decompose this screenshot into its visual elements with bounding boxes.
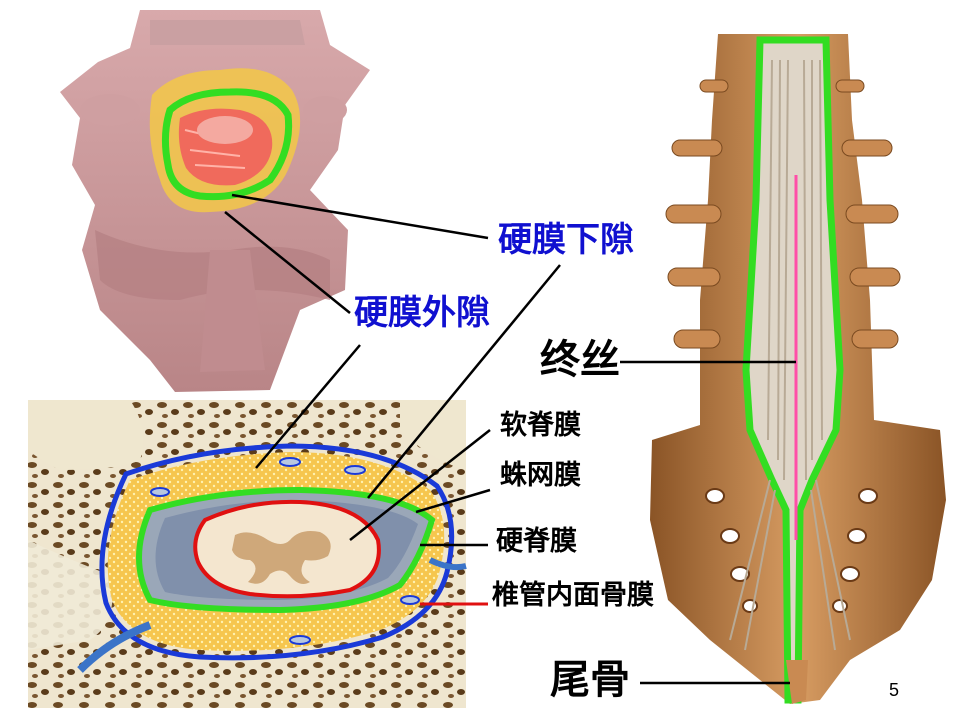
spinal-cross-section (28, 400, 488, 708)
label-pia-mater: 软脊膜 (500, 410, 581, 441)
label-epidural-space: 硬膜外隙 (354, 293, 490, 333)
label-subdural-space: 硬膜下隙 (498, 220, 634, 260)
label-dura-mater: 硬脊膜 (496, 526, 577, 557)
leader-lines (224, 193, 796, 685)
label-arachnoid: 蛛网膜 (500, 460, 581, 491)
label-periosteum: 椎管内面骨膜 (492, 580, 654, 611)
label-filum-terminale: 终丝 (540, 337, 620, 383)
vertebra-specimen-photo (60, 10, 370, 392)
lumbosacral-spine-figure (650, 34, 946, 704)
label-coccyx: 尾骨 (550, 657, 630, 703)
page-number: 5 (889, 680, 900, 700)
